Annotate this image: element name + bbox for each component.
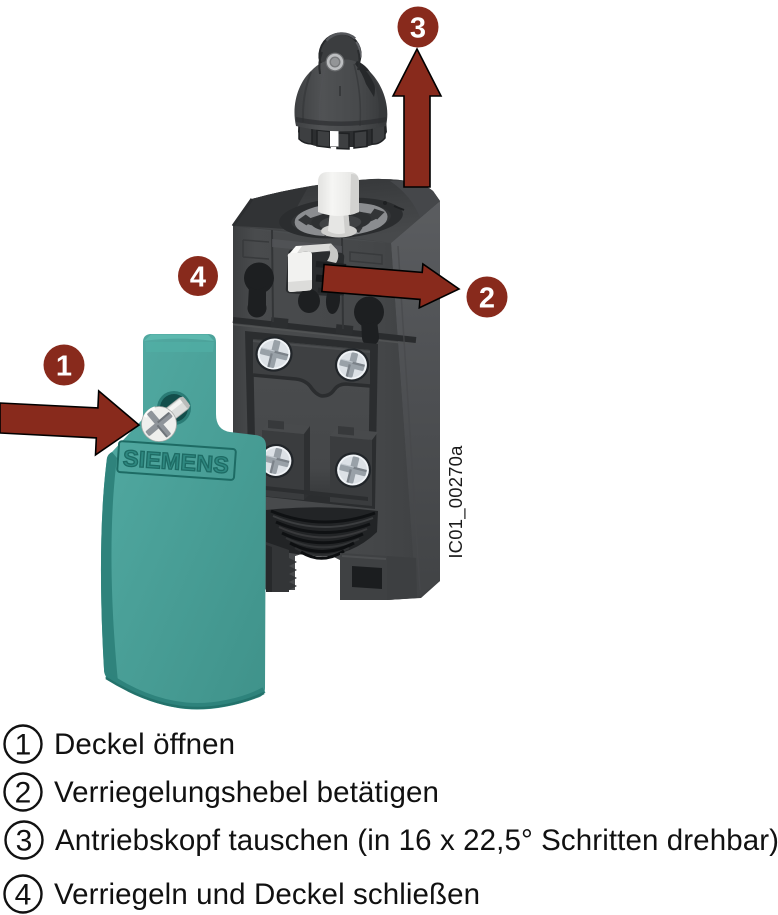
svg-text:Deckel öffnen: Deckel öffnen bbox=[54, 728, 235, 761]
svg-text:Antriebskopf tauschen (in 16 x: Antriebskopf tauschen (in 16 x 22,5° Sch… bbox=[55, 824, 778, 857]
svg-text:2: 2 bbox=[479, 283, 495, 315]
svg-text:3: 3 bbox=[16, 825, 33, 858]
svg-text:4: 4 bbox=[15, 879, 32, 912]
svg-text:4: 4 bbox=[190, 262, 206, 294]
svg-text:IC01_00270a: IC01_00270a bbox=[445, 445, 467, 559]
svg-text:2: 2 bbox=[15, 777, 32, 810]
svg-text:Verriegeln und Deckel schließe: Verriegeln und Deckel schließen bbox=[54, 878, 480, 911]
svg-text:Verriegelungshebel betätigen: Verriegelungshebel betätigen bbox=[54, 776, 439, 809]
svg-text:1: 1 bbox=[15, 729, 32, 762]
svg-text:1: 1 bbox=[56, 351, 72, 383]
svg-text:3: 3 bbox=[410, 13, 426, 45]
